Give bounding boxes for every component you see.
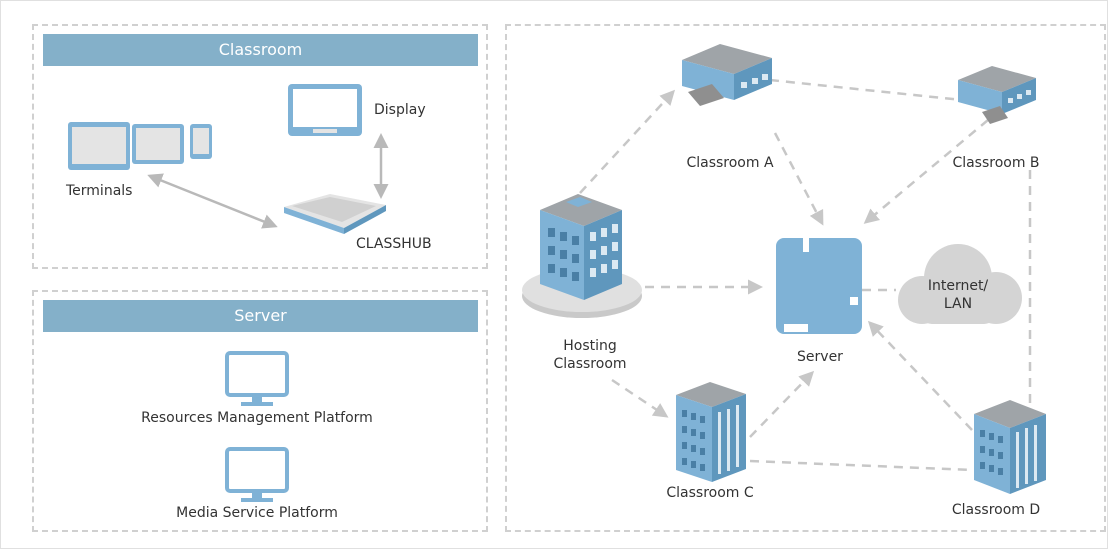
classhub-label: CLASSHUB: [356, 236, 432, 252]
classroom-d-to-server-arrow: [867, 320, 973, 431]
internet-cloud-icon: [898, 244, 1022, 324]
classroom-a-classroom-b-link: [769, 78, 963, 102]
server-panel: [32, 290, 488, 532]
hosting-to-classroom-c-arrow: [611, 378, 669, 418]
display-icon: [288, 84, 362, 136]
classroom-panel-header: Classroom: [43, 34, 478, 66]
classroom-d-label: Classroom D: [951, 502, 1041, 518]
terminal-phone-icon: [190, 124, 212, 159]
classroom-panel: [32, 24, 488, 269]
display-label: Display: [374, 102, 426, 118]
server-panel-header: Server: [43, 300, 478, 332]
terminals-label: Terminals: [66, 183, 133, 199]
media-platform-monitor-icon: [225, 447, 289, 502]
network-panel: [505, 24, 1106, 532]
classroom-a-building-icon: [682, 44, 772, 106]
server-device-icon: [776, 226, 862, 334]
classroom-c-building-icon: [676, 382, 746, 482]
hosting-to-classroom-a-arrow: [579, 89, 676, 194]
classroom-b-to-server-arrow: [863, 119, 989, 224]
classroom-a-to-server-arrow: [773, 132, 824, 226]
media-platform-label: Media Service Platform: [176, 505, 338, 521]
internet-lan-label: Internet/ LAN: [927, 278, 989, 312]
resources-platform-monitor-icon: [225, 351, 289, 406]
classroom-b-label: Classroom B: [952, 155, 1040, 171]
classroom-a-label: Classroom A: [686, 155, 774, 171]
classroom-d-building-icon: [974, 400, 1046, 494]
classroom-c-label: Classroom C: [666, 485, 754, 501]
terminal-laptop-icon: [68, 122, 130, 170]
hosting-classroom-building-icon: [522, 194, 642, 318]
hosting-classroom-label: Hosting Classroom: [553, 338, 627, 372]
classroom-b-building-icon: [958, 66, 1036, 124]
classroom-c-to-server-arrow: [749, 370, 815, 438]
terminals-classhub-arrow: [147, 173, 278, 229]
resources-platform-label: Resources Management Platform: [141, 410, 373, 426]
classhub-icon: [284, 194, 386, 234]
terminal-tablet-icon: [132, 124, 184, 164]
server-label: Server: [797, 349, 843, 365]
classroom-c-classroom-d-link: [749, 459, 973, 472]
